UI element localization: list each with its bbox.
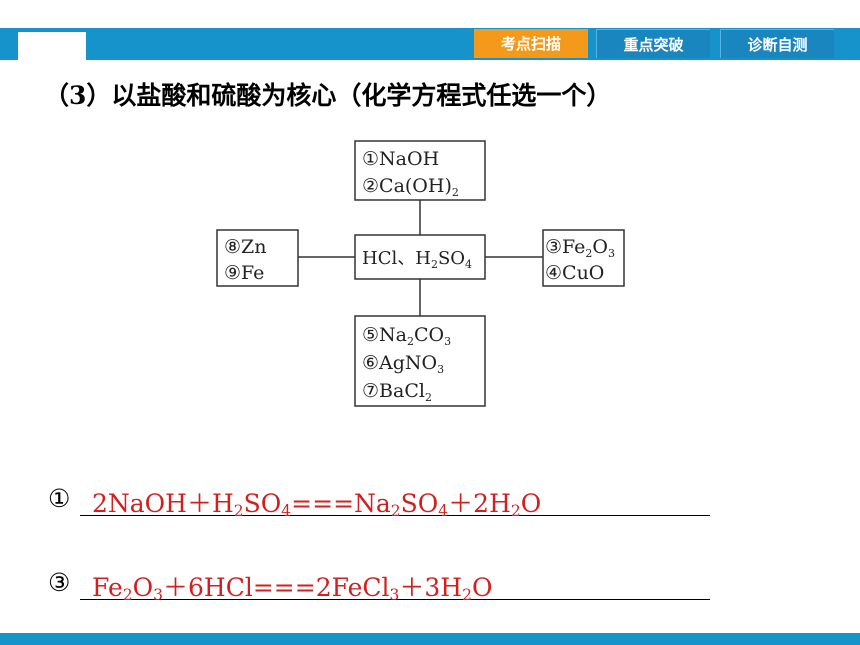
answer-marker-2: ③ [48, 568, 71, 597]
tab-zhongdian-tupo[interactable]: 重点突破 [596, 29, 710, 58]
page-heading: （3）以盐酸和硫酸为核心（化学方程式任选一个） [44, 81, 612, 110]
item-agno3: ⑥AgNO3 [362, 352, 444, 376]
answer-equation-2: Fe2O3＋6HCl===2FeCl3＋3H2O [92, 573, 493, 604]
box-metal-oxides: ③Fe2O3 ④CuO [542, 229, 625, 287]
answer-underline-2 [80, 599, 710, 600]
answer-equation-1: 2NaOH＋H2SO4===Na2SO4＋2H2O [92, 489, 542, 520]
item-cuo: ④CuO [545, 262, 604, 284]
box-metals: ⑧Zn ⑨Fe [216, 229, 299, 287]
answer-row-1: ① 2NaOH＋H2SO4===Na2SO4＋2H2O [48, 484, 710, 520]
tab-zhenduan-zice[interactable]: 诊断自测 [720, 29, 834, 58]
item-bacl2: ⑦BaCl2 [362, 380, 432, 404]
item-fe: ⑨Fe [224, 262, 264, 284]
answer-underline-1 [80, 515, 710, 516]
answer-marker-1: ① [48, 484, 71, 513]
item-caoh2: ②Ca(OH)2 [362, 175, 459, 199]
item-fe2o3: ③Fe2O3 [545, 236, 615, 260]
footer-bar [0, 633, 860, 645]
item-na2co3: ⑤Na2CO3 [362, 324, 451, 348]
box-bases: ①NaOH ②Ca(OH)2 [354, 140, 486, 201]
header-left-block [0, 28, 18, 60]
box-salts: ⑤Na2CO3 ⑥AgNO3 ⑦BaCl2 [354, 315, 486, 407]
box-acids-core: HCl、H2SO4 [354, 234, 486, 280]
tab-kaodian-saomiao[interactable]: 考点扫描 [474, 29, 588, 58]
item-hcl-h2so4: HCl、H2SO4 [362, 248, 472, 271]
answer-row-2: ③ Fe2O3＋6HCl===2FeCl3＋3H2O [48, 568, 710, 604]
item-naoh: ①NaOH [362, 148, 439, 170]
item-zn: ⑧Zn [224, 236, 266, 258]
